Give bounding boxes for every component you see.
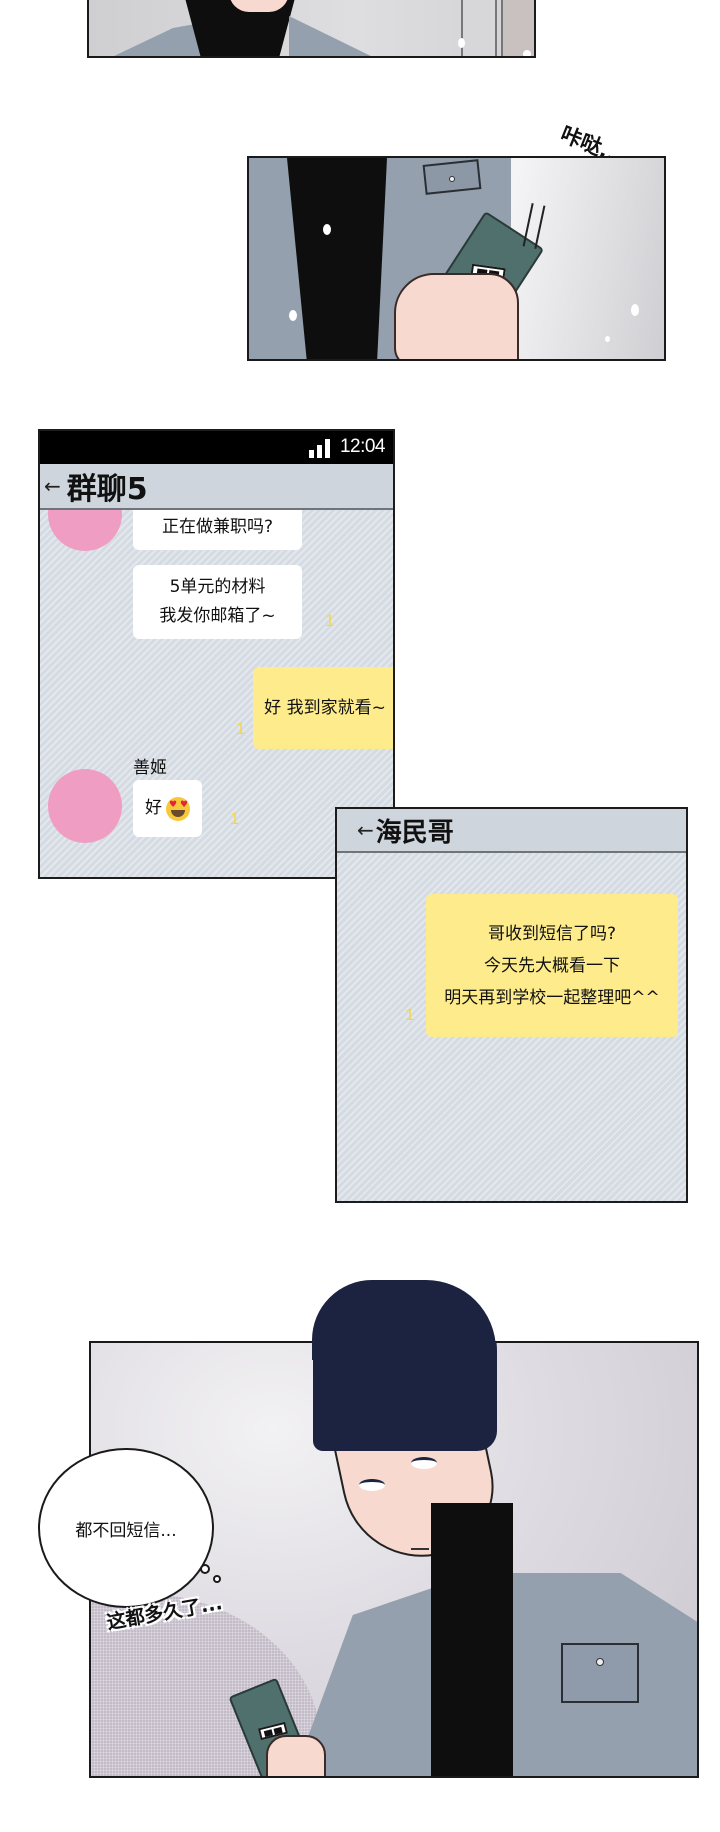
- vibration-lines: [522, 203, 546, 249]
- thought-text: 都不回短信...: [75, 1520, 177, 1541]
- turtleneck: [431, 1503, 513, 1776]
- comic-panel-phone-in-hand: [247, 156, 666, 361]
- comic-panel-man-looking-at-phone: [89, 1341, 699, 1778]
- pocket-button: [449, 176, 455, 182]
- thought-bubble-dot: [200, 1564, 210, 1574]
- hair: [313, 1343, 497, 1451]
- comic-panel-top: [87, 0, 536, 58]
- heart-eyes-emoji-icon: ♥ ♥: [166, 796, 190, 821]
- message-text: 今天先大概看一下: [484, 955, 620, 976]
- chat-title: 海民哥: [375, 817, 454, 848]
- hand: [394, 273, 519, 359]
- jacket-pocket: [561, 1643, 639, 1703]
- door-frame: [461, 0, 497, 56]
- message-bubble-incoming: 好 ♥ ♥: [133, 780, 202, 837]
- snowflake: [523, 50, 531, 56]
- snowflake: [605, 336, 610, 342]
- message-text: 好 我到家就看~: [264, 697, 386, 718]
- avatar[interactable]: [48, 769, 122, 843]
- direct-chat-screen: ← 海民哥 哥收到短信了吗? 今天先大概看一下 明天再到学校一起整理吧^^ 1: [335, 807, 688, 1203]
- unread-count: 1: [236, 719, 246, 738]
- group-chat-screen: 12:04 ← 群聊5 正在做兼职吗? ← 群聊5 5单元的材料 我发你邮箱了~…: [38, 429, 395, 879]
- pocket-button: [596, 1658, 604, 1666]
- message-bubble-outgoing: 好 我到家就看~: [253, 667, 393, 749]
- signal-bars-icon: [309, 438, 331, 458]
- hair-overflow: [312, 1280, 496, 1360]
- back-arrow-icon[interactable]: ←: [44, 474, 61, 498]
- sender-name: 善姬: [133, 758, 167, 778]
- snowflake: [323, 224, 331, 235]
- status-time: 12:04: [339, 436, 386, 457]
- message-text: 明天再到学校一起整理吧^^: [444, 987, 660, 1008]
- chin: [229, 0, 289, 12]
- eye: [411, 1457, 437, 1469]
- message-bubble-outgoing: 哥收到短信了吗? 今天先大概看一下 明天再到学校一起整理吧^^: [426, 894, 678, 1037]
- message-text: 我发你邮箱了~: [159, 606, 276, 626]
- status-bar: 12:04: [40, 431, 393, 464]
- message-text: 哥收到短信了吗?: [487, 923, 617, 944]
- message-text: 正在做兼职吗?: [161, 517, 274, 537]
- unread-count: 1: [325, 611, 335, 630]
- turtleneck: [287, 158, 387, 359]
- snowflake: [458, 38, 465, 48]
- eye: [359, 1479, 385, 1491]
- message-text: 5单元的材料: [169, 577, 266, 597]
- snowflake: [289, 310, 297, 321]
- thought-bubble: 都不回短信...: [38, 1448, 214, 1608]
- mouth: [411, 1548, 429, 1550]
- message-text: 好: [145, 798, 162, 818]
- thought-bubble-dot: [213, 1575, 221, 1583]
- back-arrow-icon[interactable]: ←: [357, 818, 374, 842]
- chat-title: 群聊5: [66, 472, 148, 507]
- unread-count: 1: [405, 1005, 415, 1024]
- unread-count: 1: [230, 809, 240, 828]
- hand: [266, 1735, 326, 1776]
- chat-header: ← 海民哥: [337, 809, 686, 853]
- chat-header-overlay: ← 群聊5: [40, 464, 393, 510]
- snowflake: [631, 304, 639, 316]
- door: [501, 0, 534, 56]
- message-bubble-incoming: 5单元的材料 我发你邮箱了~: [133, 565, 302, 639]
- jacket-right: [289, 16, 379, 56]
